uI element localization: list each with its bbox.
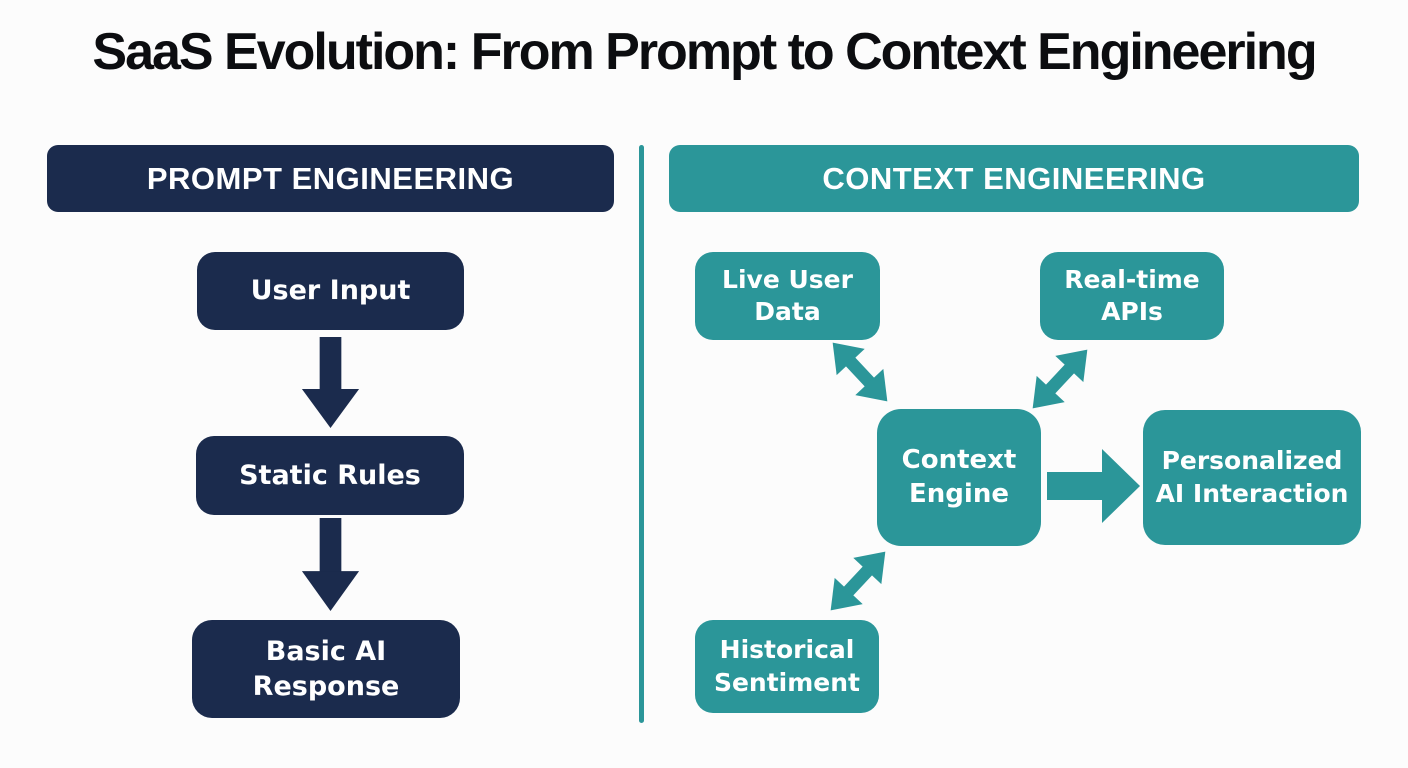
step-box-basic-ai-response: Basic AI Response [192, 620, 460, 718]
double-arrow-icon [815, 537, 902, 626]
panel-divider [639, 145, 644, 723]
prompt-engineering-header: PROMPT ENGINEERING [47, 145, 614, 212]
double-arrow-icon [817, 328, 904, 417]
arrow-right-icon [1047, 447, 1142, 525]
node-context-engine: Context Engine [877, 409, 1041, 546]
page-title: SaaS Evolution: From Prompt to Context E… [92, 23, 1317, 81]
double-arrow-icon [1017, 335, 1104, 424]
arrow-down-icon [296, 518, 365, 612]
node-historical-sentiment: Historical Sentiment [695, 620, 879, 713]
step-box-static-rules: Static Rules [196, 436, 464, 515]
step-box-user-input: User Input [197, 252, 464, 330]
node-live-user-data: Live User Data [695, 252, 880, 340]
node-personalized-ai-interaction: Personalized AI Interaction [1143, 410, 1361, 545]
arrow-down-icon [296, 337, 365, 429]
context-engineering-header: CONTEXT ENGINEERING [669, 145, 1359, 212]
node-real-time-apis: Real-time APIs [1040, 252, 1224, 340]
